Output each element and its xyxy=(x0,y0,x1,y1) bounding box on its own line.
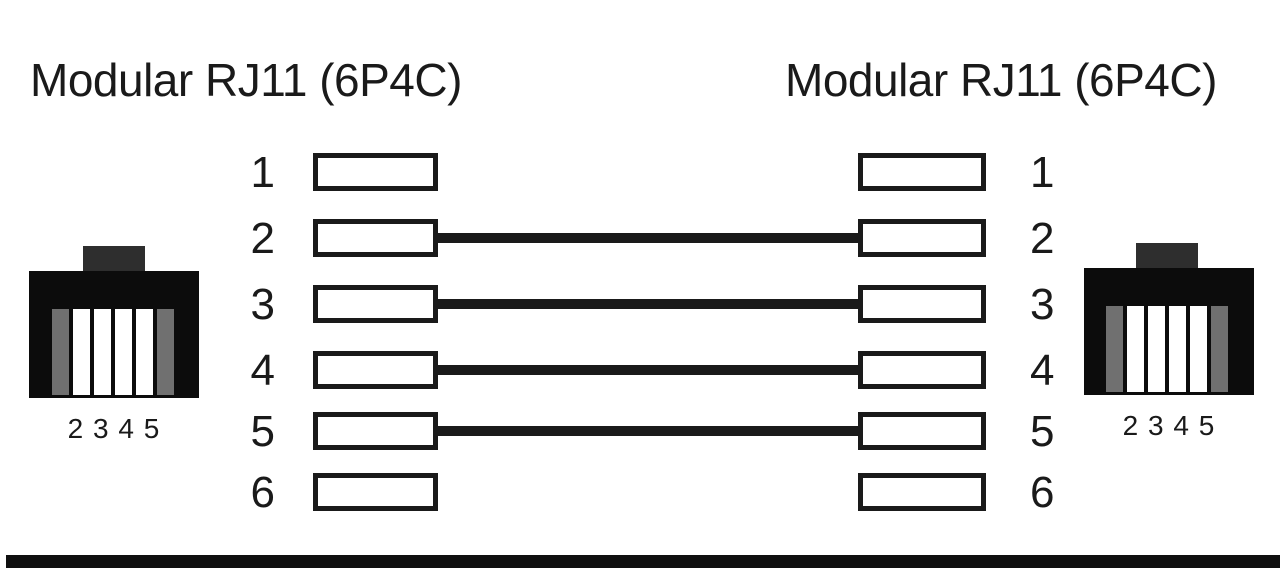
left-pin-1-box xyxy=(313,153,438,191)
left-pin-3-number: 3 xyxy=(250,280,275,329)
plug-tab xyxy=(83,246,145,273)
left-pin-4-number: 4 xyxy=(250,346,275,395)
wire-pin-5 xyxy=(436,426,860,436)
left-pin-3-box xyxy=(313,285,438,323)
plug-slot xyxy=(1211,306,1228,392)
wire-pin-3 xyxy=(436,299,860,309)
right-pin-3-number: 3 xyxy=(1030,280,1055,329)
left-pin-4-box xyxy=(313,351,438,389)
left-pin-6-number: 6 xyxy=(250,468,275,517)
plug-slot xyxy=(136,309,153,395)
right-pin-6-number: 6 xyxy=(1030,468,1055,517)
left-pin-5-number: 5 xyxy=(250,407,275,456)
right-pin-1-box xyxy=(858,153,986,191)
right-pin-2-number: 2 xyxy=(1030,214,1055,263)
right-pin-2-box xyxy=(858,219,986,257)
right-pin-3-box xyxy=(858,285,986,323)
bottom-bar xyxy=(6,555,1280,568)
plug-slot xyxy=(157,309,174,395)
right-pin-4-box xyxy=(858,351,986,389)
left-plug-pins-label: 2 3 4 5 xyxy=(67,413,161,444)
right-pin-5-number: 5 xyxy=(1030,407,1055,456)
left-connector-title: Modular RJ11 (6P4C) xyxy=(30,54,462,106)
plug-slot xyxy=(1148,306,1165,392)
left-pin-6-box xyxy=(313,473,438,511)
plug-slot xyxy=(1169,306,1186,392)
plug-slot xyxy=(73,309,90,395)
right-pin-1-number: 1 xyxy=(1030,148,1055,197)
left-pin-5-box xyxy=(313,412,438,450)
rj11-plug-icon-right: 2 3 4 5 xyxy=(1084,243,1256,448)
right-pin-5-box xyxy=(858,412,986,450)
right-plug-pins-label: 2 3 4 5 xyxy=(1122,410,1216,441)
plug-contact-slots xyxy=(1106,306,1228,392)
plug-slot xyxy=(1127,306,1144,392)
plug-tab xyxy=(1136,243,1198,270)
plug-slot xyxy=(52,309,69,395)
left-pin-2-box xyxy=(313,219,438,257)
right-connector-title: Modular RJ11 (6P4C) xyxy=(785,54,1217,106)
rj11-plug-icon-left: 2 3 4 5 xyxy=(29,246,201,451)
wire-pin-4 xyxy=(436,365,860,375)
right-pin-4-number: 4 xyxy=(1030,346,1055,395)
wire-pin-2 xyxy=(436,233,860,243)
plug-body xyxy=(29,271,199,398)
plug-slot xyxy=(1106,306,1123,392)
left-pin-2-number: 2 xyxy=(250,214,275,263)
plug-body xyxy=(1084,268,1254,395)
plug-slot xyxy=(115,309,132,395)
plug-contact-slots xyxy=(52,309,174,395)
right-pin-6-box xyxy=(858,473,986,511)
left-pin-1-number: 1 xyxy=(250,148,275,197)
plug-slot xyxy=(1190,306,1207,392)
plug-slot xyxy=(94,309,111,395)
